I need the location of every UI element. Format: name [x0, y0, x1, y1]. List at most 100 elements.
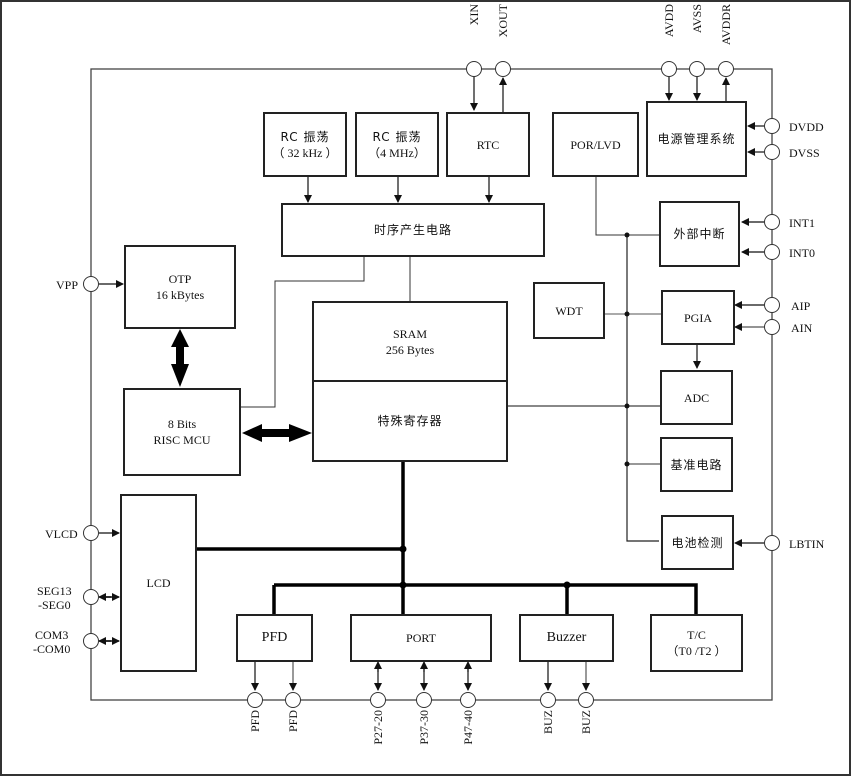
junction-dot — [399, 545, 407, 553]
rc32k-line1: RC 振荡 — [280, 129, 330, 144]
pin-p27-20 — [370, 692, 386, 708]
port-block: PORT — [350, 614, 492, 662]
timer-counter-block: T/C （T0 /T2 ） — [650, 614, 743, 672]
pin-label-dvdd: DVDD — [789, 120, 824, 134]
sram-block: SRAM 256 Bytes — [312, 301, 508, 382]
pin-xin — [466, 61, 482, 77]
pgia-block: PGIA — [661, 290, 735, 345]
por-lvd-label: POR/LVD — [570, 137, 621, 152]
sram-line2: 256 Bytes — [385, 342, 435, 357]
pin-vpp — [83, 276, 99, 292]
port-label: PORT — [406, 631, 436, 645]
pin-label-xout: XOUT — [496, 4, 510, 38]
wire-timing-mcu — [241, 257, 365, 408]
lcd-block: LCD — [120, 494, 197, 672]
pin-p37-30 — [416, 692, 432, 708]
voltage-reference-block: 基准电路 — [660, 437, 733, 492]
pin-label-int0: INT0 — [789, 246, 815, 260]
rc-oscillator-4mhz-block: RC 振荡 （4 MHz） — [355, 112, 439, 177]
pin-pfd-1 — [247, 692, 263, 708]
power-management-block: 电源管理系统 — [646, 101, 747, 177]
lcd-label: LCD — [146, 576, 171, 590]
battery-detect-label: 电池检测 — [671, 535, 724, 550]
pin-label-p37-30: P37-30 — [417, 710, 431, 745]
junction-dot — [624, 232, 630, 238]
wire-porlvd — [595, 177, 659, 236]
pin-label-com: COM3 -COM0 — [33, 628, 70, 656]
pin-label-seg: SEG13 -SEG0 — [37, 584, 72, 612]
data-bus — [197, 461, 698, 614]
otp-line1: OTP — [168, 272, 192, 286]
otp-block: OTP 16 kBytes — [124, 245, 236, 329]
rc4m-line2: （4 MHz） — [368, 145, 426, 160]
otp-mcu-bus-arrow — [171, 329, 189, 387]
pin-label-seg-line2: -SEG0 — [38, 598, 71, 612]
special-register-block: 特殊寄存器 — [312, 380, 508, 462]
pin-label-p47-40: P47-40 — [461, 710, 475, 745]
adc-label: ADC — [683, 390, 710, 405]
pin-xout — [495, 61, 511, 77]
pin-label-xin: XIN — [467, 4, 481, 26]
pin-ain — [764, 319, 780, 335]
pin-label-avddr: AVDDR — [719, 4, 733, 46]
pin-label-buz-1: BUZ — [541, 710, 555, 734]
mcu-line2: RISC MCU — [153, 433, 211, 447]
pin-label-pfd-1: PFD — [248, 710, 262, 733]
pin-dvdd — [764, 118, 780, 134]
pin-avdd — [661, 61, 677, 77]
pfd-label: PFD — [261, 630, 288, 645]
pin-label-lbtin: LBTIN — [789, 537, 825, 551]
junction-dot — [563, 581, 571, 589]
pin-label-p27-20: P27-20 — [371, 710, 385, 745]
pin-avss — [689, 61, 705, 77]
pin-label-vpp: VPP — [56, 278, 79, 292]
pin-label-dvss: DVSS — [789, 146, 820, 160]
pin-label-avdd: AVDD — [662, 4, 676, 38]
tc-line2: （T0 /T2 ） — [666, 644, 727, 658]
buzzer-block: Buzzer — [519, 614, 614, 662]
pin-vlcd — [83, 525, 99, 541]
pin-dvss — [764, 144, 780, 160]
pin-label-ain: AIN — [791, 321, 813, 335]
junction-dot — [624, 461, 630, 467]
adc-block: ADC — [660, 370, 733, 425]
pin-aip — [764, 297, 780, 313]
junction-dot — [624, 403, 630, 409]
otp-line2: 16 kBytes — [155, 288, 205, 302]
wdt-label: WDT — [555, 303, 583, 318]
rtc-block: RTC — [446, 112, 530, 177]
pin-com — [83, 633, 99, 649]
pin-avddr — [718, 61, 734, 77]
junction-dot — [624, 311, 630, 317]
sram-line1: SRAM — [392, 326, 427, 341]
pin-label-aip: AIP — [791, 299, 811, 313]
pin-label-vlcd: VLCD — [45, 527, 78, 541]
rc32k-line2: （ 32 kHz ） — [272, 145, 338, 160]
wire-internal-bus — [626, 235, 659, 542]
external-interrupt-block: 外部中断 — [659, 201, 740, 267]
mcu-block: 8 Bits RISC MCU — [123, 388, 241, 476]
external-interrupt-label: 外部中断 — [673, 227, 726, 241]
pin-int0 — [764, 244, 780, 260]
pin-buz-1 — [540, 692, 556, 708]
mcu-sfr-bus-arrow — [242, 424, 312, 442]
timing-generator-block: 时序产生电路 — [281, 203, 545, 257]
pin-label-com-line1: COM3 — [35, 628, 69, 642]
pin-label-pfd-2: PFD — [286, 710, 300, 733]
tc-line1: T/C — [687, 628, 706, 642]
pin-buz-2 — [578, 692, 594, 708]
pin-int1 — [764, 214, 780, 230]
pin-pfd-2 — [285, 692, 301, 708]
timing-generator-label: 时序产生电路 — [373, 223, 452, 237]
pin-seg — [83, 589, 99, 605]
rc-oscillator-32khz-block: RC 振荡 （ 32 kHz ） — [263, 112, 347, 177]
battery-detect-block: 电池检测 — [661, 515, 734, 570]
wdt-block: WDT — [533, 282, 605, 339]
mcu-line1: 8 Bits — [167, 417, 197, 431]
pgia-label: PGIA — [683, 310, 712, 325]
pin-lbtin — [764, 535, 780, 551]
rc4m-line1: RC 振荡 — [372, 129, 422, 144]
pin-label-com-line2: -COM0 — [33, 642, 71, 656]
